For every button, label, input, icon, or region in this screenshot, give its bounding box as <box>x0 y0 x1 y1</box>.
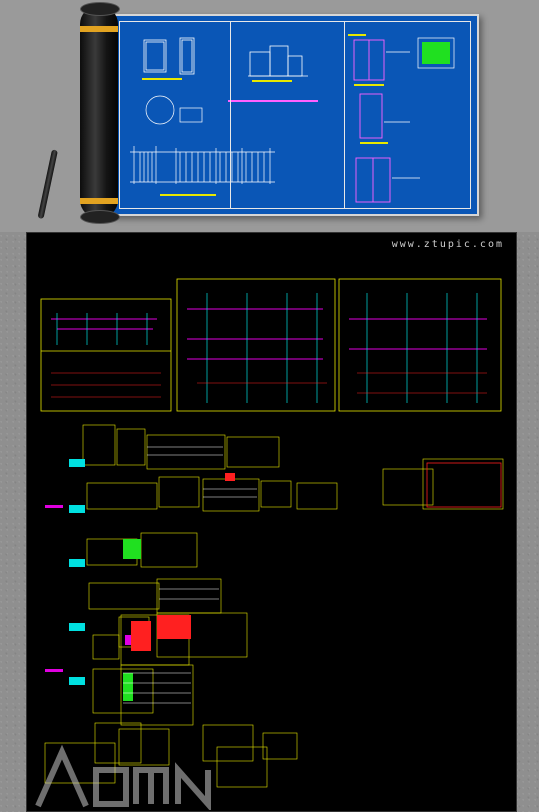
blueprint-roll-icon <box>80 6 118 218</box>
cad-drawings <box>40 278 504 788</box>
roll-band <box>80 26 118 32</box>
blueprint-drawings <box>130 34 455 203</box>
cad-drawing-sheet: www.ztupic.com <box>26 232 517 812</box>
roll-top-cap <box>80 2 120 16</box>
blueprint-divider <box>344 22 345 208</box>
preview-header <box>0 0 539 232</box>
blueprint-divider <box>230 22 231 208</box>
roll-band <box>80 198 118 204</box>
blueprint-sheet <box>111 14 479 216</box>
stylus-pen-icon <box>37 149 58 220</box>
brand-logo-icon <box>32 722 232 810</box>
blueprint-frame <box>119 21 471 209</box>
site-watermark: www.ztupic.com <box>391 239 504 250</box>
roll-bottom-cap <box>80 210 120 224</box>
